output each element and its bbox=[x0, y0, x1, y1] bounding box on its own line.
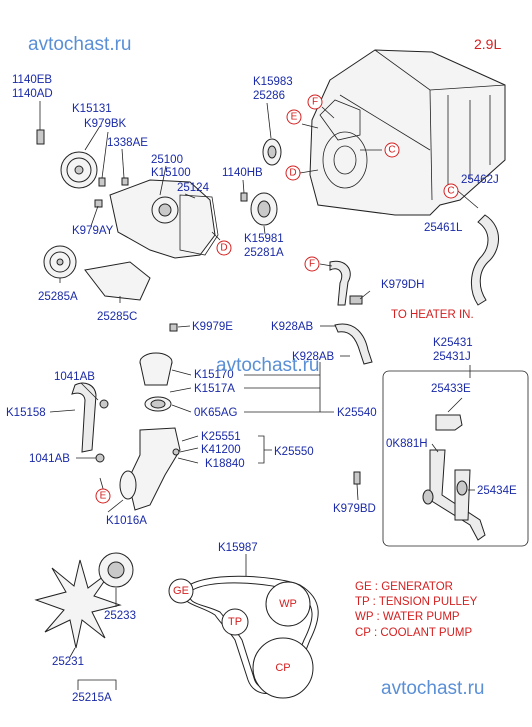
label-k15983: K15983 bbox=[253, 76, 293, 88]
legend: GE : GENERATOR TP : TENSION PULLEY WP : … bbox=[355, 581, 478, 639]
pulley-wp bbox=[265, 581, 311, 627]
label-25431j: 25431J bbox=[433, 351, 471, 363]
callout-d-engine: D bbox=[289, 168, 296, 179]
label-k979ay: K979AY bbox=[72, 225, 114, 237]
label-25124: 25124 bbox=[177, 182, 210, 194]
label-k1517a: K1517A bbox=[194, 383, 235, 395]
label-1140hb: 1140HB bbox=[222, 167, 263, 179]
pulley-wp-label: WP bbox=[279, 598, 297, 610]
pulley-tp bbox=[221, 608, 249, 636]
label-1041ab-1: 1041AB bbox=[54, 371, 95, 383]
label-25462j: 25462J bbox=[461, 174, 499, 186]
label-k15981: K15981 bbox=[244, 233, 284, 245]
label-1041ab-2: 1041AB bbox=[29, 453, 70, 465]
watermark-bottom: avtochast.ru bbox=[381, 678, 485, 699]
label-1140eb: 1140EB bbox=[12, 74, 52, 86]
callout-d-pump: D bbox=[220, 243, 227, 254]
label-25285c: 25285C bbox=[97, 311, 137, 323]
label-to-heater-in: TO HEATER IN. bbox=[391, 309, 474, 321]
hose-drawings bbox=[329, 214, 499, 365]
label-k979bk: K979BK bbox=[84, 118, 127, 130]
part-labels: 1140EB 1140AD K15131 K979BK 1338AE 25100… bbox=[6, 74, 517, 704]
label-k41200: K41200 bbox=[201, 444, 241, 456]
watermark-middle: avtochast.ru bbox=[216, 355, 320, 376]
pulley-ge bbox=[168, 578, 194, 604]
tensioner-drawings bbox=[240, 138, 282, 226]
label-25461l: 25461L bbox=[424, 222, 463, 234]
fan-drawings bbox=[34, 552, 134, 649]
callout-e-hose: E bbox=[100, 491, 107, 502]
pulley-ge-label: GE bbox=[173, 585, 189, 597]
label-k15100: K15100 bbox=[151, 167, 191, 179]
label-k15158: K15158 bbox=[6, 407, 46, 419]
label-k15170: K15170 bbox=[194, 369, 234, 381]
callout-c-hose: C bbox=[447, 186, 454, 197]
label-1338ae: 1338AE bbox=[107, 137, 148, 149]
leader-lines bbox=[49, 102, 479, 690]
engine-block-drawing bbox=[309, 49, 506, 216]
label-25434e: 25434E bbox=[477, 485, 517, 497]
callout-f-engine: F bbox=[312, 97, 318, 108]
pulley-cp bbox=[252, 637, 314, 699]
legend-tp: TP : TENSION PULLEY bbox=[355, 596, 478, 608]
label-k979bd: K979BD bbox=[333, 503, 376, 515]
callout-c-engine: C bbox=[388, 145, 395, 156]
label-k979dh: K979DH bbox=[381, 279, 424, 291]
label-25286: 25286 bbox=[253, 90, 285, 102]
label-25281a: 25281A bbox=[244, 247, 284, 259]
label-k928ab-2: K928AB bbox=[292, 351, 335, 363]
pump-pulley-drawings bbox=[36, 101, 219, 301]
label-25231: 25231 bbox=[52, 656, 84, 668]
thermostat-drawings bbox=[71, 323, 181, 511]
label-k1016a: K1016A bbox=[106, 515, 147, 527]
label-k25551: K25551 bbox=[201, 431, 241, 443]
label-k928ab-1: K928AB bbox=[271, 321, 314, 333]
callout-e-engine: E bbox=[291, 112, 298, 123]
label-0k65ag: 0K65AG bbox=[194, 407, 238, 419]
legend-wp: WP : WATER PUMP bbox=[355, 611, 460, 623]
label-k15987: K15987 bbox=[218, 542, 258, 554]
coolant-pipe-box bbox=[353, 370, 529, 547]
label-k25550: K25550 bbox=[274, 446, 314, 458]
label-k25540: K25540 bbox=[337, 407, 377, 419]
label-25100: 25100 bbox=[151, 154, 183, 166]
label-k25431: K25431 bbox=[433, 337, 473, 349]
pulley-cp-label: CP bbox=[275, 662, 290, 674]
label-25285a: 25285A bbox=[38, 291, 78, 303]
pulley-tp-label: TP bbox=[228, 616, 242, 628]
label-0k881h: 0K881H bbox=[386, 438, 428, 450]
legend-ge: GE : GENERATOR bbox=[355, 581, 453, 593]
label-25215a: 25215A bbox=[72, 692, 112, 704]
watermark-top: avtochast.ru bbox=[28, 34, 132, 55]
label-1140ad: 1140AD bbox=[12, 88, 53, 100]
label-25433e: 25433E bbox=[431, 383, 471, 395]
engine-version: 2.9L bbox=[474, 36, 501, 52]
legend-cp: CP : COOLANT PUMP bbox=[355, 627, 472, 639]
label-k15131: K15131 bbox=[72, 103, 112, 115]
label-25233: 25233 bbox=[104, 610, 136, 622]
label-k9979e: K9979E bbox=[192, 321, 233, 333]
callout-f-hose: F bbox=[309, 259, 315, 270]
callouts: F E C D D C F E bbox=[95, 94, 459, 504]
label-k18840: K18840 bbox=[205, 458, 245, 470]
